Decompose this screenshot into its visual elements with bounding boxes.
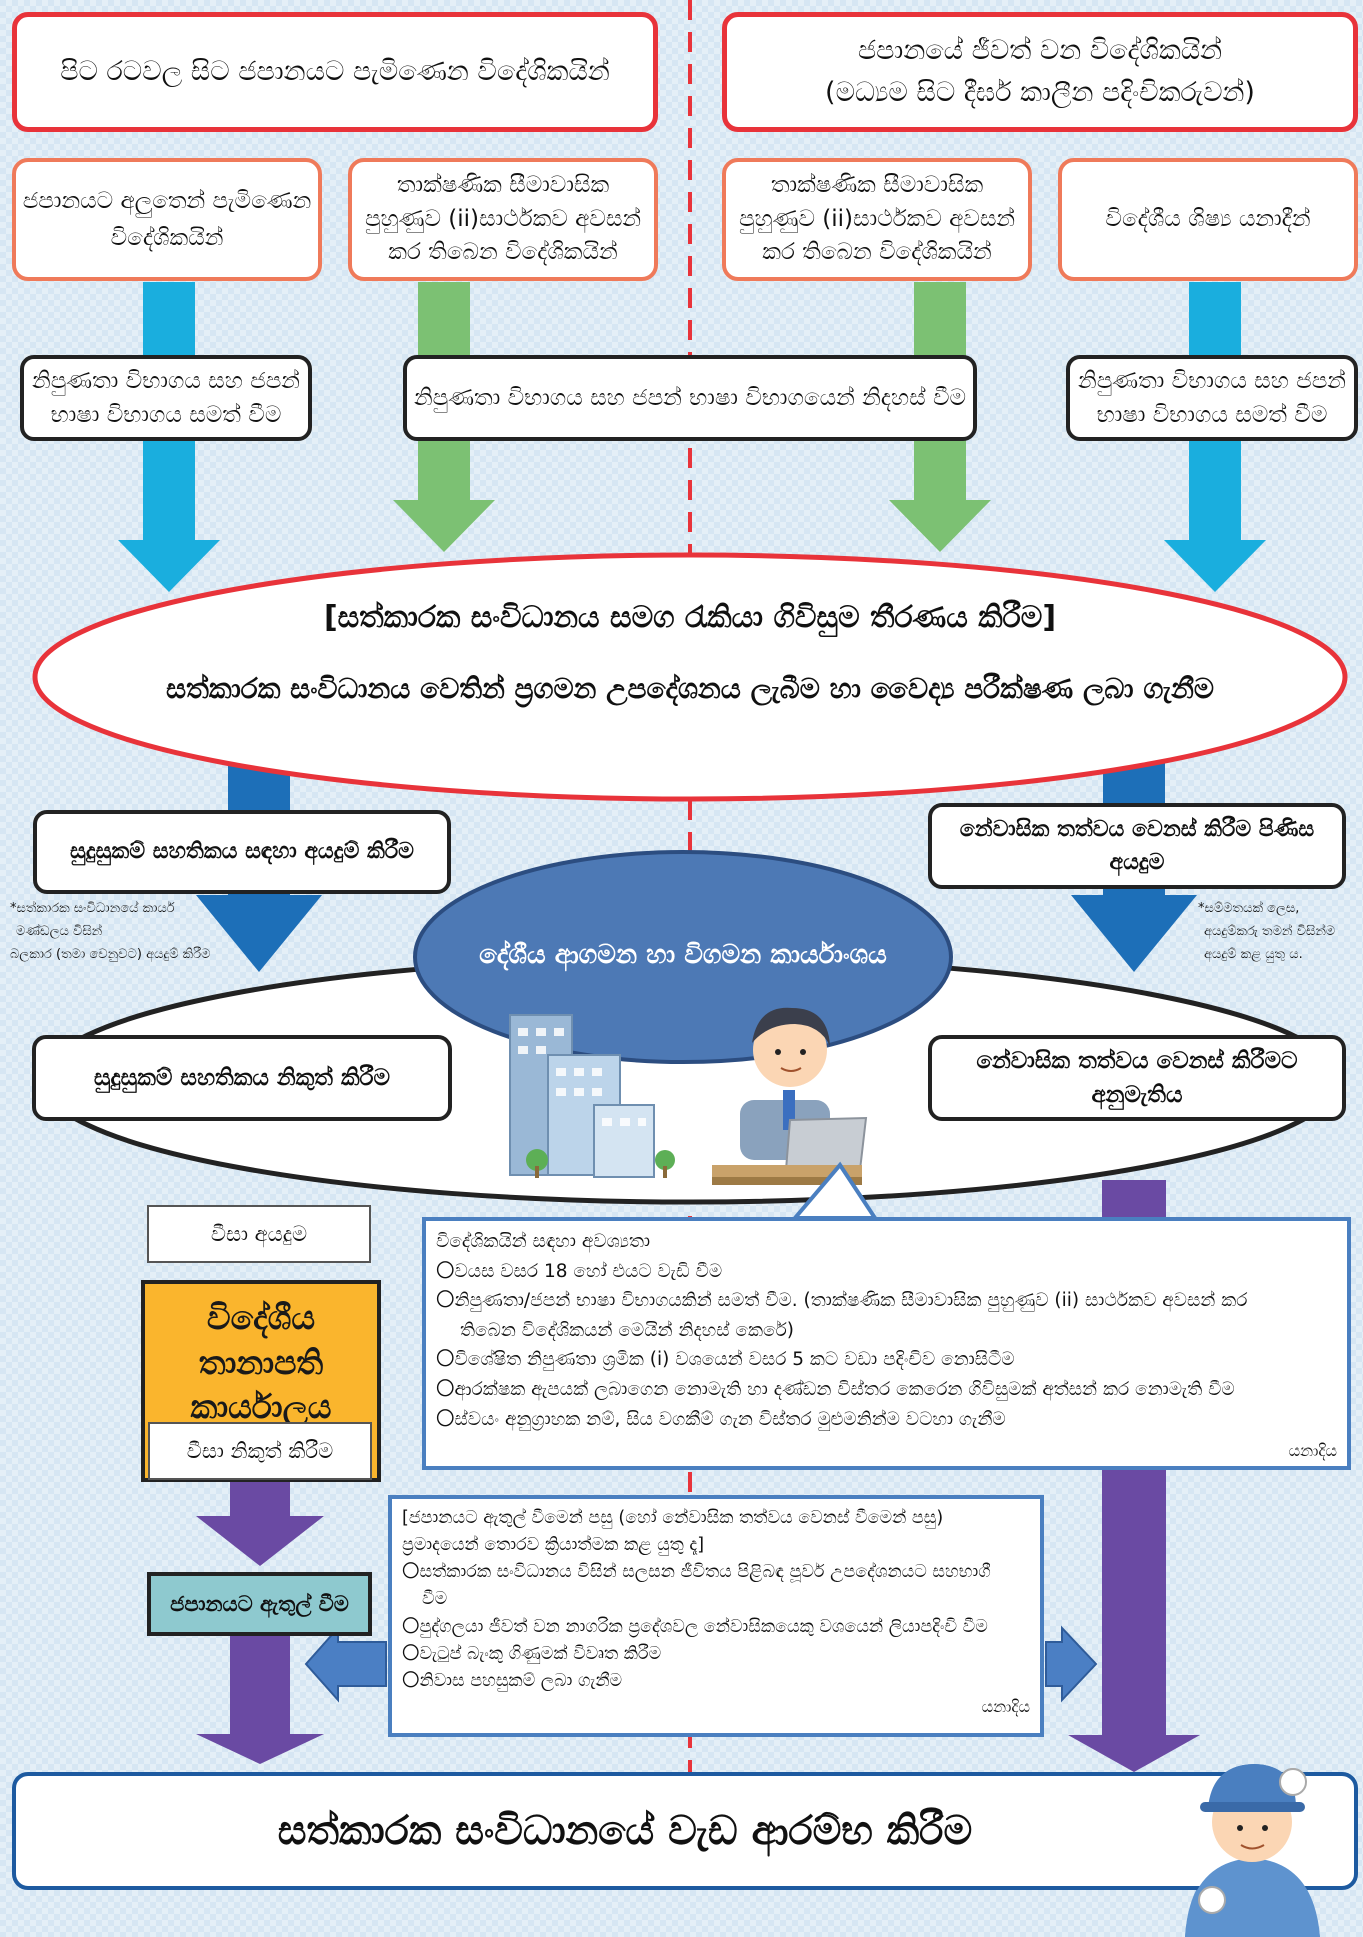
resident-foreigners-label: ජපානයේ ජීවත් වන විදේශිකයින් [857, 35, 1223, 67]
arrow-left-purple-shaft-1 [230, 1478, 290, 1516]
resident-foreigners-sublabel: (මධ්‍යම සිට දීර්ඝ කාලීන පදිංචිකරුවන්) [825, 77, 1255, 108]
visa-issuance-label: වීසා නිකුත් කිරීම [186, 1438, 334, 1463]
overseas-foreigners-box: පිට රටවල සිට ජපානයට පැමිණෙන විදේශිකයින් [12, 12, 658, 132]
immigration-bureau-label: දේශීය ආගමන හා විගමන කාර්යාංශය [479, 940, 887, 970]
exam-left-line2: භාෂා විභාගය සමත් වීම [50, 402, 282, 428]
students-label: විදේශීය ශිෂ්‍ය යනාදීන් [1105, 206, 1311, 233]
arrow-left-purple-head-2 [196, 1734, 324, 1764]
after-entry-tasks-box: [ජපානයට ඇතුල් වීමෙන් පසු (හෝ නේවාසික තත්… [388, 1495, 1044, 1737]
after-entry-title-line1: [ජපානයට ඇතුල් වීමෙන් පසු (හෝ නේවාසික තත්… [402, 1508, 944, 1528]
contract-heading: [සත්කාරක සංවිධානය සමග රැකියා ගිවිසුම තීර… [323, 600, 1057, 635]
visa-application-label: වීසා අයදුම [210, 1221, 308, 1246]
status-change-application-box: නේවාසික තත්වය වෙනස් කිරීම පිණිස අයදුම [928, 803, 1346, 889]
after-entry-item: 〇සත්කාරක සංවිධානය විසින් සලසන ජීවිතය පිළ… [402, 1562, 991, 1583]
status-permit-line1: නේවාසික තත්වය වෙනස් කිරීමට [976, 1047, 1298, 1074]
after-entry-item: 〇නිවාස පහසුකම් ලබා ගැනීම [402, 1670, 623, 1691]
requirement-item: තිබෙන විදේශිකයන් මෙයින් නිදහස් කෙරේ) [460, 1319, 795, 1341]
self-application-note: *සම්මතයක් ලෙස, අයදුම්කරු තමන් විසින්ම අය… [1198, 898, 1358, 966]
after-entry-item: 〇පුද්ගලයා ජීවත් වන නාගරික ප්‍රදේශවල නේවා… [402, 1616, 988, 1637]
exam-exemption-box: නිපුණතා විභාගය සහ ජපන් භාෂා විභාගයෙන් නි… [403, 355, 977, 441]
arrow-right-purple-head [1068, 1735, 1200, 1772]
tit-completed-right-box: තාක්ෂණික සීමාවාසික පුහුණුව (ii)සාර්ථකව අ… [722, 158, 1032, 281]
entry-to-japan-label: ජපානයට ඇතුල් වීම [170, 1591, 349, 1616]
embassy-line2: තානාපති [198, 1342, 324, 1382]
arrow-left-purple-shaft-2 [230, 1636, 290, 1734]
note-left-line3: බලකාර (තමා වෙනුවට) අයදුම් කිරීම [10, 946, 211, 962]
arrow-mid-left-green-head [393, 500, 495, 552]
exam-pass-right-box: නිපුණතා විභාගය සහ ජපන් භාෂා විභාගය සමත් … [1066, 355, 1358, 441]
building-icon [509, 1014, 675, 1178]
arrow-left-purple-head-1 [196, 1516, 324, 1566]
arrow-left-blue-head [196, 895, 322, 972]
new-arrivals-line2: විදේශිකයින් [110, 224, 224, 251]
visa-issuance-box: වීසා නිකුත් කිරීම [148, 1422, 372, 1480]
resident-foreigners-box: ජපානයේ ජීවත් වන විදේශිකයින් (මධ්‍යම සිට … [722, 12, 1358, 132]
status-apply-line2: අයදුම [1109, 850, 1165, 875]
overseas-foreigners-label: පිට රටවල සිට ජපානයට පැමිණෙන විදේශිකයින් [60, 56, 610, 88]
note-right-line1: *සම්මතයක් ලෙස, [1198, 901, 1300, 916]
coe-application-box: සුදුසුකම් සහතිකය සඳහා අයදුම් කිරීම [33, 810, 451, 894]
arrow-to-right-column [1045, 1625, 1098, 1703]
note-left-line1: *සත්කාරක සංවිධානයේ කාර්ය [10, 901, 175, 916]
embassy-line3: කාර්යාලය [190, 1387, 332, 1427]
exam-right-line2: භාෂා විභාගය සමත් වීම [1096, 402, 1328, 428]
after-entry-title-line2: ප්‍රමාදයෙන් තොරව ක්‍රියාත්මක කළ යුතු දෑ] [402, 1535, 705, 1556]
arrow-right-blue-head [1071, 895, 1197, 972]
status-apply-line1: නේවාසික තත්වය වෙනස් කිරීම පිණිස [959, 817, 1315, 842]
coe-issuance-label: සුදුසුකම් සහතිකය නිකුත් කිරීම [93, 1064, 391, 1091]
arrow-left-cyan-head [118, 540, 220, 592]
coe-application-label: සුදුසුකම් සහතිකය සඳහා අයදුම් කිරීම [70, 839, 414, 865]
requirements-title: විදේශිකයින් සඳහා අවශ්‍යතා [436, 1231, 651, 1252]
tit-completed-left-box: තාක්ෂණික සීමාවාසික පුහුණුව (ii)සාර්ථකව අ… [348, 158, 658, 281]
tit-left-line1: තාක්ෂණික සීමාවාසික [396, 172, 610, 199]
status-permit-line2: අනුමැතිය [1091, 1082, 1183, 1108]
proxy-application-note: *සත්කාරක සංවිධානයේ කාර්ය මණ්ඩලය විසින් බ… [10, 898, 270, 966]
new-arrivals-line1: ජපානයට අලුතෙන් පැමිණෙන [22, 187, 312, 214]
tit-right-line3: කර තිබෙන විදේශිකයින් [762, 239, 992, 266]
requirements-box: විදේශිකයින් සඳහා අවශ්‍යතා 〇වයස වසර 18 හෝ… [422, 1217, 1351, 1470]
tit-left-line2: පුහුණුව (ii)සාර්ථකව අවසන් [364, 205, 642, 232]
exam-exemption-label: නිපුණතා විභාගය සහ ජපන් භාෂා විභාගයෙන් නි… [413, 384, 967, 411]
after-entry-etc: යනාදිය [981, 1696, 1030, 1716]
requirement-item: 〇ආරක්ෂක ඇපයක් ලබාගෙන නොමැති හා දණ්ඩන විස… [436, 1378, 1235, 1400]
exam-right-line1: නිපුණතා විභාගය සහ ජපන් [1078, 367, 1346, 394]
employment-oval [32, 552, 1348, 802]
after-entry-item: වීම [422, 1589, 448, 1610]
arrow-to-left-column [304, 1625, 387, 1703]
guidance-medical-text: සත්කාරක සංවිධානය වෙතින් ප්‍රගමන උපදේශනය … [165, 672, 1215, 705]
requirement-item: 〇ස්වයං අනුග්‍රාහක නම්, සිය වගකීම් ගැන වි… [436, 1408, 1006, 1430]
status-change-permit-box: නේවාසික තත්වය වෙනස් කිරීමට අනුමැතිය [928, 1035, 1346, 1121]
requirement-item: 〇නිපුණතා/ජපන් භාෂා විභාගයකින් සමත් වීම. … [436, 1290, 1248, 1312]
new-arrivals-box: ජපානයට අලුතෙන් පැමිණෙන විදේශිකයින් [12, 158, 322, 281]
note-left-line2: මණ්ඩලය විසින් [16, 923, 103, 939]
tit-left-line3: කර තිබෙන විදේශිකයින් [388, 239, 618, 266]
officer-icon [712, 1007, 868, 1185]
arrow-mid-right-green-head [889, 500, 991, 552]
immigration-bureau-ellipse [413, 850, 953, 1064]
coe-issuance-box: සුදුසුකම් සහතිකය නිකුත් කිරීම [32, 1035, 452, 1121]
arrow-right-cyan-head [1164, 540, 1266, 592]
tit-right-line2: පුහුණුව (ii)සාර්ථකව අවසන් [738, 205, 1016, 232]
requirements-etc: යනාදිය [1288, 1441, 1337, 1461]
exam-pass-left-box: නිපුණතා විභාගය සහ ජපන් භාෂා විභාගය සමත් … [20, 355, 312, 441]
after-entry-item: 〇වැටුප් බැංකු ගිණුමක් විවෘත කිරීම [402, 1643, 662, 1664]
exam-left-line1: නිපුණතා විභාගය සහ ජපන් [32, 367, 300, 394]
start-work-box: සත්කාරක සංවිධානයේ වැඩ ආරම්භ කිරීම [12, 1772, 1358, 1890]
note-right-line2: අයදුම්කරු තමන් විසින්ම [1204, 923, 1336, 939]
note-right-line3: අයදුම් කළ යුතු ය. [1204, 946, 1303, 962]
students-box: විදේශීය ශිෂ්‍ය යනාදීන් [1058, 158, 1358, 281]
entry-to-japan-box: ජපානයට ඇතුල් වීම [147, 1572, 372, 1636]
requirement-item: 〇විශේෂිත නිපුණතා ශ්‍රමික (i) වශයෙන් වසර … [436, 1349, 1015, 1371]
start-work-label: සත්කාරක සංවිධානයේ වැඩ ආරම්භ කිරීම [277, 1808, 973, 1854]
requirement-item: 〇වයස වසර 18 හෝ එයට වැඩි වීම [436, 1260, 723, 1282]
visa-application-box: වීසා අයදුම [147, 1205, 371, 1263]
embassy-line1: විදේශීය [206, 1298, 316, 1337]
tit-right-line1: තාක්ෂණික සීමාවාසික [770, 172, 984, 199]
